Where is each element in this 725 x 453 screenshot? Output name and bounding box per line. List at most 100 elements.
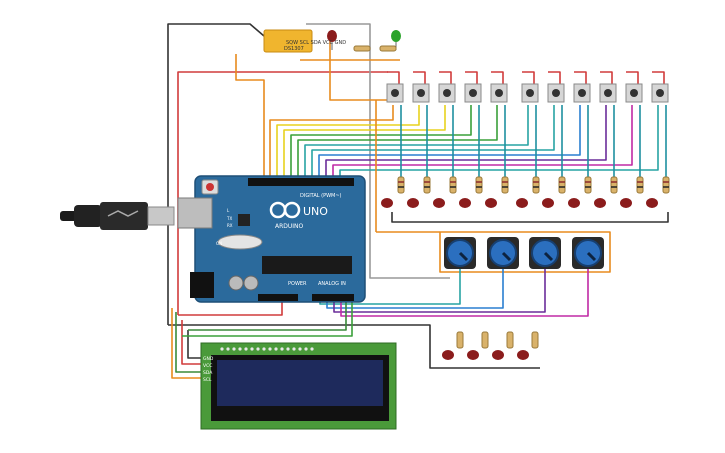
lcd-pin-vcc: VCC: [203, 363, 212, 369]
wire-btn-signal-9: [332, 105, 633, 178]
rtc-module[interactable]: SQW SCL SDA VCC GND DS1307: [263, 29, 346, 53]
top-red-led: [327, 30, 337, 50]
pushbutton-9[interactable]: [599, 83, 617, 103]
lcd-header-pin: [286, 347, 290, 351]
led-8: [568, 198, 580, 208]
l-label: L: [227, 208, 230, 213]
wires: [167, 23, 669, 379]
capacitor-2: [243, 275, 259, 291]
lcd-header-pin: [274, 347, 278, 351]
pushbutton-8[interactable]: [573, 83, 591, 103]
bottom-led-2: [467, 350, 479, 360]
wire-btn-signal-7: [318, 105, 581, 178]
pushbutton-11[interactable]: [651, 83, 669, 103]
lcd-pin-gnd: GND: [203, 356, 214, 362]
led-6: [516, 198, 528, 208]
wire-btn-power-5: [522, 71, 535, 85]
pushbutton-7[interactable]: [547, 83, 565, 103]
wire-rtc-sda: [235, 54, 265, 178]
chip-small: [238, 214, 250, 226]
wire-btn-power-4: [491, 71, 504, 85]
pushbutton-6[interactable]: [521, 83, 539, 103]
arduino-logo-icon: [269, 201, 301, 219]
wire-btn-power-3: [465, 71, 478, 85]
potentiometer-2[interactable]: [487, 237, 519, 269]
rtc-small-text: SQW SCL SDA VCC GND: [286, 40, 346, 46]
pushbutton-10[interactable]: [625, 83, 643, 103]
lcd-header-pin: [280, 347, 284, 351]
wire-a5-lcd: [182, 301, 353, 337]
resistor-1: [397, 176, 405, 194]
wire-btn-signal-0: [269, 105, 394, 178]
led-2: [407, 198, 419, 208]
wire-btn-power-6: [548, 71, 561, 85]
wire-gnd-rtc: [167, 23, 265, 325]
resistor-5: [501, 176, 509, 194]
power-jack: [190, 272, 214, 298]
potentiometer-1[interactable]: [444, 237, 476, 269]
lcd-header-pin: [268, 347, 272, 351]
wire-5v-board: [178, 301, 283, 316]
pushbutton-2[interactable]: [412, 83, 430, 103]
lcd-header-pin: [220, 347, 224, 351]
analog-header: [312, 294, 354, 301]
resistor-8: [584, 176, 592, 194]
arduino-uno-board[interactable]: ARDUINO UNO DIGITAL (PWM~) POWER ANALOG …: [177, 175, 366, 303]
led-3: [433, 198, 445, 208]
wire-analog-2: [333, 268, 546, 313]
wire-btn-signal-6: [311, 105, 555, 178]
wire-gray-pot: [306, 23, 450, 279]
pushbutton-1[interactable]: [386, 83, 404, 103]
lcd-header: [220, 347, 314, 351]
wire-btn-signal-2: [283, 105, 446, 178]
lcd-screen: [217, 360, 383, 406]
on-label: ON: [216, 241, 222, 246]
lcd-header-pin: [292, 347, 296, 351]
wire-lcd-gnd: [187, 330, 201, 359]
usb-port: [177, 197, 213, 229]
lcd-header-pin: [226, 347, 230, 351]
lcd-header-pin: [262, 347, 266, 351]
wire-btn-power-2: [439, 71, 452, 85]
tx-label: TX: [226, 216, 232, 221]
wire-analog-3: [340, 268, 589, 317]
pushbutton-4[interactable]: [464, 83, 482, 103]
pushbutton-3[interactable]: [438, 83, 456, 103]
wire-btn-signal-3: [290, 105, 472, 178]
led-7: [542, 198, 554, 208]
resistor-7: [558, 176, 566, 194]
wire-btn-power-8: [600, 71, 613, 85]
potentiometer-4[interactable]: [572, 237, 604, 269]
capacitor-1: [228, 275, 244, 291]
digital-label: DIGITAL (PWM~): [300, 193, 342, 199]
wire-btn-signal-4: [297, 105, 498, 178]
wire-btn-signal-8: [325, 105, 607, 178]
lcd-header-pin: [298, 347, 302, 351]
bottom-resistor-1: [456, 331, 464, 349]
crystal: [217, 234, 263, 250]
resistor-11: [662, 176, 670, 194]
atmega-chip: [262, 256, 352, 274]
rtc-model: DS1307: [284, 46, 304, 52]
wire-a4-lcd: [188, 301, 347, 331]
lcd-header-pin: [256, 347, 260, 351]
led-1: [381, 198, 393, 208]
resistor-2: [423, 176, 431, 194]
rx-label: RX: [227, 223, 233, 228]
components: [327, 30, 670, 360]
pushbutton-5[interactable]: [490, 83, 508, 103]
led-4: [459, 198, 471, 208]
wire-btn-power-9: [626, 71, 639, 85]
top-resistor-2: [379, 45, 397, 52]
potentiometer-3[interactable]: [529, 237, 561, 269]
wire-btn-power-10: [652, 71, 665, 85]
resistor-3: [449, 176, 457, 194]
lcd-pin-sda: SDA: [203, 370, 213, 376]
bottom-led-4: [517, 350, 529, 360]
resistor-4: [475, 176, 483, 194]
wire-btn-signal-10: [339, 105, 659, 178]
lcd-header-pin: [310, 347, 314, 351]
